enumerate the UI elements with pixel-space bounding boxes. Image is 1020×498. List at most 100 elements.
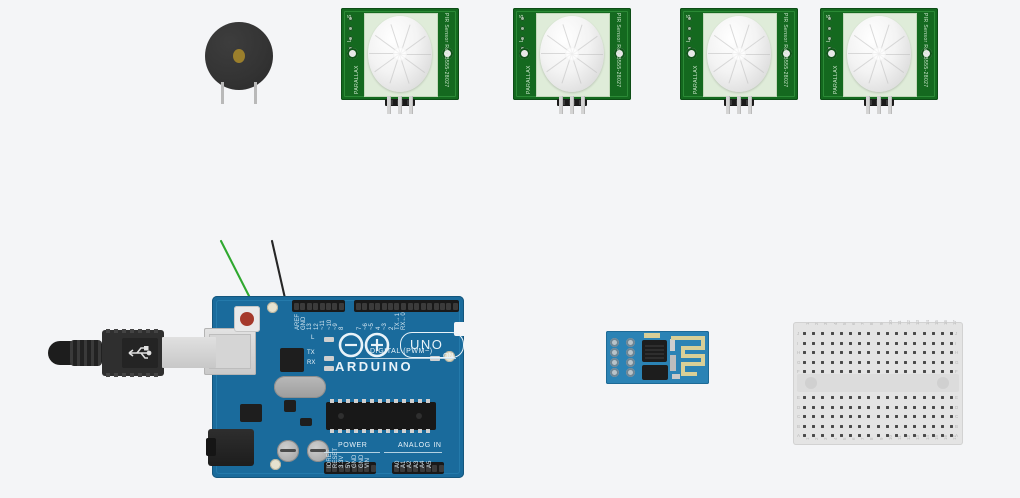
header-socket[interactable]: [338, 464, 344, 472]
breadboard-hole[interactable]: [885, 332, 889, 335]
breadboard-hole[interactable]: [858, 341, 862, 345]
esp8266-pad[interactable]: [626, 338, 635, 347]
breadboard-hole[interactable]: [904, 360, 908, 364]
breadboard-hole[interactable]: [950, 415, 954, 418]
breadboard-hole[interactable]: [931, 360, 935, 364]
breadboard-hole[interactable]: [941, 415, 944, 418]
breadboard-hole[interactable]: [913, 341, 917, 345]
header-socket[interactable]: [446, 302, 452, 310]
header-socket[interactable]: [362, 302, 368, 310]
breadboard-hole[interactable]: [839, 370, 843, 373]
breadboard-hole[interactable]: [922, 396, 926, 399]
breadboard-hole[interactable]: [931, 396, 935, 399]
pir-sensor-2[interactable]: S L PARALLAX PIR Sensor Rev B 555-28027: [513, 8, 631, 114]
breadboard-hole[interactable]: [812, 341, 816, 345]
breadboard-hole[interactable]: [830, 415, 834, 418]
breadboard-hole[interactable]: [812, 396, 816, 399]
breadboard-hole[interactable]: [858, 396, 862, 399]
breadboard-hole[interactable]: [904, 351, 908, 354]
breadboard-hole[interactable]: [913, 415, 917, 418]
header-socket[interactable]: [306, 302, 312, 310]
breadboard-hole[interactable]: [849, 332, 852, 335]
breadboard-hole[interactable]: [941, 332, 944, 335]
breadboard-hole[interactable]: [922, 351, 926, 354]
breadboard-hole[interactable]: [812, 434, 816, 437]
breadboard-hole[interactable]: [885, 341, 889, 345]
breadboard-hole[interactable]: [858, 351, 862, 354]
breadboard-hole[interactable]: [922, 332, 926, 335]
breadboard-hole[interactable]: [867, 415, 871, 418]
breadboard-hole[interactable]: [950, 405, 954, 409]
header-socket[interactable]: [427, 302, 433, 310]
breadboard-hole[interactable]: [803, 434, 806, 437]
breadboard-hole[interactable]: [895, 360, 898, 364]
pir3-pin-out[interactable]: [726, 96, 730, 114]
pir2-pin-gnd[interactable]: [581, 96, 585, 114]
arduino-power-header[interactable]: [324, 462, 376, 474]
breadboard-hole[interactable]: [922, 360, 926, 364]
breadboard-hole[interactable]: [876, 396, 880, 399]
header-socket[interactable]: [408, 302, 413, 310]
arduino-digital-header-right[interactable]: [354, 300, 459, 312]
esp8266-pad[interactable]: [626, 358, 635, 367]
header-socket[interactable]: [394, 464, 399, 472]
breadboard-hole[interactable]: [885, 405, 889, 409]
header-socket[interactable]: [356, 302, 361, 310]
breadboard-hole[interactable]: [950, 370, 954, 373]
breadboard-hole[interactable]: [904, 434, 908, 437]
breadboard-hole[interactable]: [821, 341, 825, 345]
breadboard-hole[interactable]: [876, 360, 880, 364]
esp8266-pin-header[interactable]: [610, 338, 637, 377]
breadboard-hole[interactable]: [803, 405, 806, 409]
breadboard-hole[interactable]: [858, 370, 862, 373]
breadboard-hole[interactable]: [922, 415, 926, 418]
breadboard-hole[interactable]: [858, 332, 862, 335]
breadboard-hole[interactable]: [904, 332, 908, 335]
breadboard-hole[interactable]: [839, 434, 843, 437]
breadboard-hole[interactable]: [821, 370, 825, 373]
breadboard-hole[interactable]: [950, 332, 954, 335]
esp8266-pad[interactable]: [610, 358, 619, 367]
arduino-reset-button[interactable]: [234, 306, 260, 332]
breadboard-hole[interactable]: [885, 370, 889, 373]
breadboard-hole[interactable]: [849, 341, 852, 345]
pir-sensor-3[interactable]: S L PARALLAX PIR Sensor Rev B 555-28027: [680, 8, 798, 114]
pir3-pin-gnd[interactable]: [748, 96, 752, 114]
breadboard-hole[interactable]: [941, 360, 944, 364]
esp8266-pad[interactable]: [610, 338, 619, 347]
header-socket[interactable]: [413, 464, 419, 472]
header-socket[interactable]: [452, 302, 458, 310]
breadboard-hole[interactable]: [913, 405, 917, 409]
breadboard-hole[interactable]: [895, 351, 898, 354]
breadboard-hole[interactable]: [904, 341, 908, 345]
breadboard-hole[interactable]: [885, 396, 889, 399]
breadboard-hole[interactable]: [950, 341, 954, 345]
breadboard-hole[interactable]: [849, 434, 852, 437]
header-socket[interactable]: [368, 302, 374, 310]
breadboard-hole[interactable]: [895, 396, 898, 399]
breadboard-hole[interactable]: [931, 424, 935, 428]
breadboard-hole[interactable]: [904, 405, 908, 409]
arduino-analog-header[interactable]: [392, 462, 444, 474]
breadboard-hole[interactable]: [941, 370, 944, 373]
breadboard-hole[interactable]: [922, 405, 926, 409]
header-socket[interactable]: [414, 302, 420, 310]
header-socket[interactable]: [364, 464, 370, 472]
breadboard-hole[interactable]: [812, 424, 816, 428]
breadboard-hole[interactable]: [821, 415, 825, 418]
breadboard-hole[interactable]: [830, 332, 834, 335]
breadboard-hole[interactable]: [950, 360, 954, 364]
breadboard-hole[interactable]: [803, 424, 806, 428]
breadboard-hole[interactable]: [812, 370, 816, 373]
header-socket[interactable]: [326, 464, 331, 472]
breadboard-hole[interactable]: [830, 434, 834, 437]
breadboard-hole[interactable]: [941, 405, 944, 409]
breadboard-hole[interactable]: [876, 351, 880, 354]
breadboard-hole[interactable]: [821, 360, 825, 364]
pir2-pin-out[interactable]: [559, 96, 563, 114]
header-socket[interactable]: [375, 302, 381, 310]
breadboard-hole[interactable]: [839, 351, 843, 354]
breadboard-hole[interactable]: [913, 360, 917, 364]
breadboard-hole[interactable]: [885, 415, 889, 418]
breadboard-hole[interactable]: [803, 370, 806, 373]
